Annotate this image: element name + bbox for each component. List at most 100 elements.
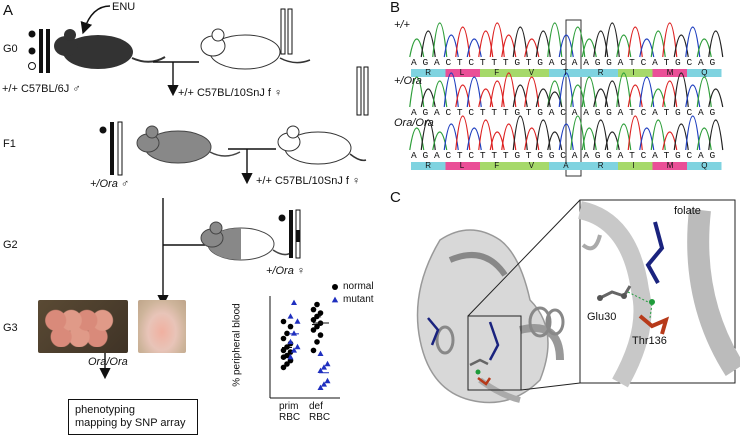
point-normal-1-10	[314, 301, 320, 308]
aa-block-2-2	[480, 162, 515, 170]
peak-2-1	[420, 119, 436, 151]
peak-1-5	[466, 76, 482, 108]
point-normal-0-5	[287, 349, 294, 355]
aa-letter-2-5: R	[597, 160, 604, 170]
point-mutant-0-2	[294, 343, 301, 350]
chromatogram-row-0	[409, 22, 724, 58]
aa-block-2-3	[514, 162, 549, 170]
point-mutant-1-4	[321, 364, 327, 370]
aa-letter-0-1: L	[459, 67, 465, 77]
genotype-label-hom: Ora/Ora	[394, 117, 434, 129]
peak-2-16	[593, 119, 609, 151]
g0-male-label: +/+ C57BL/6J ♂	[2, 83, 81, 95]
peak-0-9	[512, 26, 528, 58]
genotype-label-het: +/Ora	[394, 75, 422, 87]
aa-block-2-8	[687, 162, 722, 170]
g2-half-mouse-icon	[200, 221, 293, 261]
legend-label-mutant: mutant	[343, 294, 374, 305]
peak-0-7	[489, 22, 505, 58]
peak-2-21	[650, 119, 666, 151]
point-normal-0-1	[284, 361, 290, 367]
peak-1-3	[443, 72, 459, 108]
peak-1-26	[708, 88, 724, 108]
point-normal-1-6	[310, 317, 317, 323]
genotype-label-wt: +/+	[394, 19, 410, 31]
generation-g2: G2	[3, 239, 18, 251]
peak-0-26	[708, 30, 724, 58]
aa-letter-2-3: V	[528, 160, 535, 170]
g0-female-chromosomes-icon	[280, 8, 293, 55]
peak-2-24	[685, 115, 701, 151]
peak-2-6	[478, 119, 494, 151]
phenotyping-line2: mapping by SNP array	[75, 417, 186, 429]
point-normal-0-11	[287, 323, 294, 330]
peak-0-24	[685, 26, 701, 58]
f1-female-label: +/+ C57BL/10SnJ f ♀	[256, 175, 361, 187]
peak-2-19	[627, 115, 643, 151]
aa-block-2-5	[583, 162, 618, 170]
aa-block-0-7	[652, 69, 687, 77]
x-tick-label-0-0: prim	[279, 401, 299, 412]
base-calls-2: AGACTCTTTGTGGCAAGGATCATGCAG	[411, 150, 721, 161]
peak-2-9	[512, 115, 528, 151]
peak-0-22	[662, 22, 678, 58]
base-calls-0: AGACTCTTTGTGACAAGGATCATGCAG	[411, 57, 721, 68]
point-normal-0-7	[284, 344, 290, 350]
point-mutant-1-5	[324, 360, 331, 367]
g0-female-label: +/+ C57BL/10SnJ f ♀	[178, 87, 283, 99]
peak-2-14	[570, 115, 586, 151]
zoom-line-top	[467, 199, 581, 317]
point-normal-0-12	[280, 318, 287, 325]
point-normal-1-8	[317, 310, 324, 316]
aa-block-0-1	[445, 69, 480, 77]
peak-0-4	[455, 26, 471, 58]
aa-letter-0-3: V	[528, 67, 535, 77]
g3-litter-photo	[38, 300, 128, 353]
mutation-site-box	[565, 19, 582, 177]
peak-2-4	[455, 115, 471, 151]
aa-block-2-4	[549, 162, 584, 170]
aa-letter-0-6: I	[632, 67, 635, 77]
aa-letter-2-1: L	[459, 160, 465, 170]
aa-block-2-7	[652, 162, 687, 170]
x-tick-label-1-0: def	[309, 401, 323, 412]
point-normal-0-10	[284, 330, 290, 337]
point-mutant-1-1	[321, 381, 327, 387]
point-mutant-0-5	[294, 318, 301, 324]
peak-0-17	[604, 22, 620, 58]
peak-0-14	[570, 26, 586, 58]
folate-label: folate	[674, 205, 701, 217]
point-normal-1-7	[314, 313, 320, 320]
peak-1-15	[581, 76, 597, 108]
generation-f1: F1	[3, 138, 16, 150]
peak-0-12	[547, 22, 563, 58]
g2-chromosomes-icon	[278, 209, 301, 259]
f1-male-label: +/Ora ♂	[90, 178, 130, 190]
g3-genotype-label: Ora/Ora	[88, 356, 128, 368]
point-normal-0-0	[280, 364, 287, 371]
point-normal-0-4	[284, 352, 290, 359]
chromatogram-row-1	[409, 72, 724, 108]
zoom-line-bottom	[520, 382, 581, 391]
thr136-label: Thr136	[632, 335, 667, 347]
point-mutant-0-0	[287, 354, 294, 360]
aa-block-0-6	[618, 69, 653, 77]
peak-het-second	[547, 91, 563, 108]
aa-letter-2-7: M	[666, 160, 674, 170]
aa-letter-2-8: Q	[701, 160, 708, 170]
peak-0-19	[627, 26, 643, 58]
aa-block-0-0	[411, 69, 446, 77]
aa-letter-0-8: Q	[701, 67, 708, 77]
point-mutant-1-2	[324, 377, 331, 384]
point-mutant-0-6	[287, 313, 294, 319]
point-mutant-0-3	[287, 338, 294, 345]
point-mutant-1-0	[317, 384, 324, 390]
point-mutant-0-4	[291, 330, 297, 336]
aa-letter-0-0: R	[425, 67, 432, 77]
generation-g0: G0	[3, 43, 18, 55]
g0-male-chromosomes-icon	[28, 29, 50, 73]
aa-letter-0-2: F	[494, 67, 500, 77]
aa-block-0-8	[687, 69, 722, 77]
f1-female-chromosomes-icon	[356, 66, 369, 116]
